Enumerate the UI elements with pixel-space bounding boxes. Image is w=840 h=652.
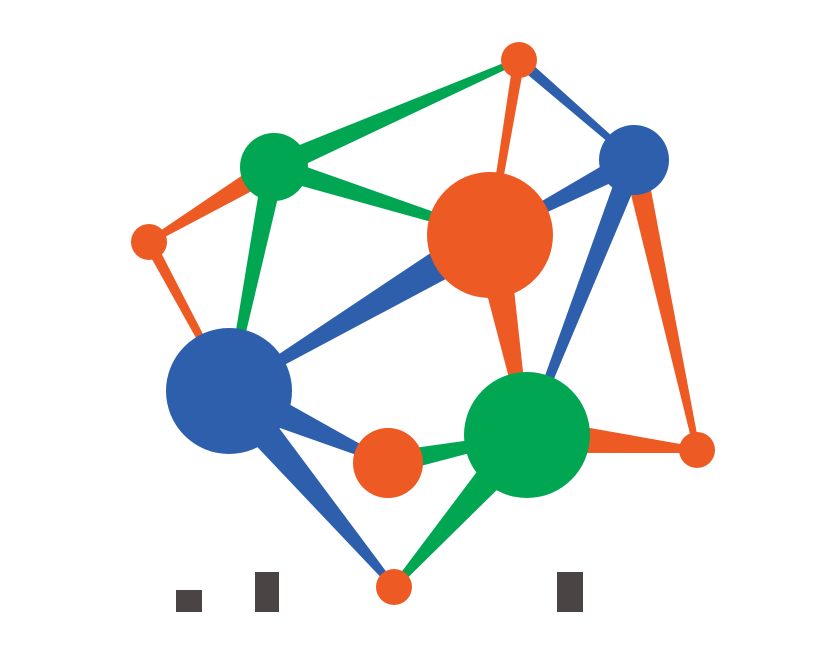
dark-bar-mark-3: [557, 572, 583, 612]
node-orange-center-large: [427, 172, 553, 298]
node-orange-bottom: [376, 569, 412, 605]
dark-bar-mark-2: [255, 572, 279, 612]
node-green-large-lower: [464, 372, 590, 498]
edge-n-green-upper-left-to-n-top: [269, 57, 521, 177]
marks-layer: [176, 572, 583, 612]
edge-n-blue-upper-right-to-n-orange-right: [623, 157, 700, 451]
node-green-upper-left: [240, 133, 308, 201]
edge-n-blue-upper-right-to-n-green-large-lower: [524, 155, 645, 437]
node-blue-large-left: [166, 328, 292, 454]
node-blue-upper-right: [599, 125, 669, 195]
node-top: [501, 42, 537, 78]
edge-n-orange-center-large-to-n-blue-large-left: [227, 219, 500, 394]
dark-bar-mark-1: [176, 590, 202, 612]
node-orange-right: [679, 432, 715, 468]
nodes-layer: [131, 42, 715, 605]
node-orange-left: [131, 224, 167, 260]
node-orange-small-center: [353, 428, 423, 498]
edge-n-top-to-n-blue-upper-right: [515, 55, 636, 163]
